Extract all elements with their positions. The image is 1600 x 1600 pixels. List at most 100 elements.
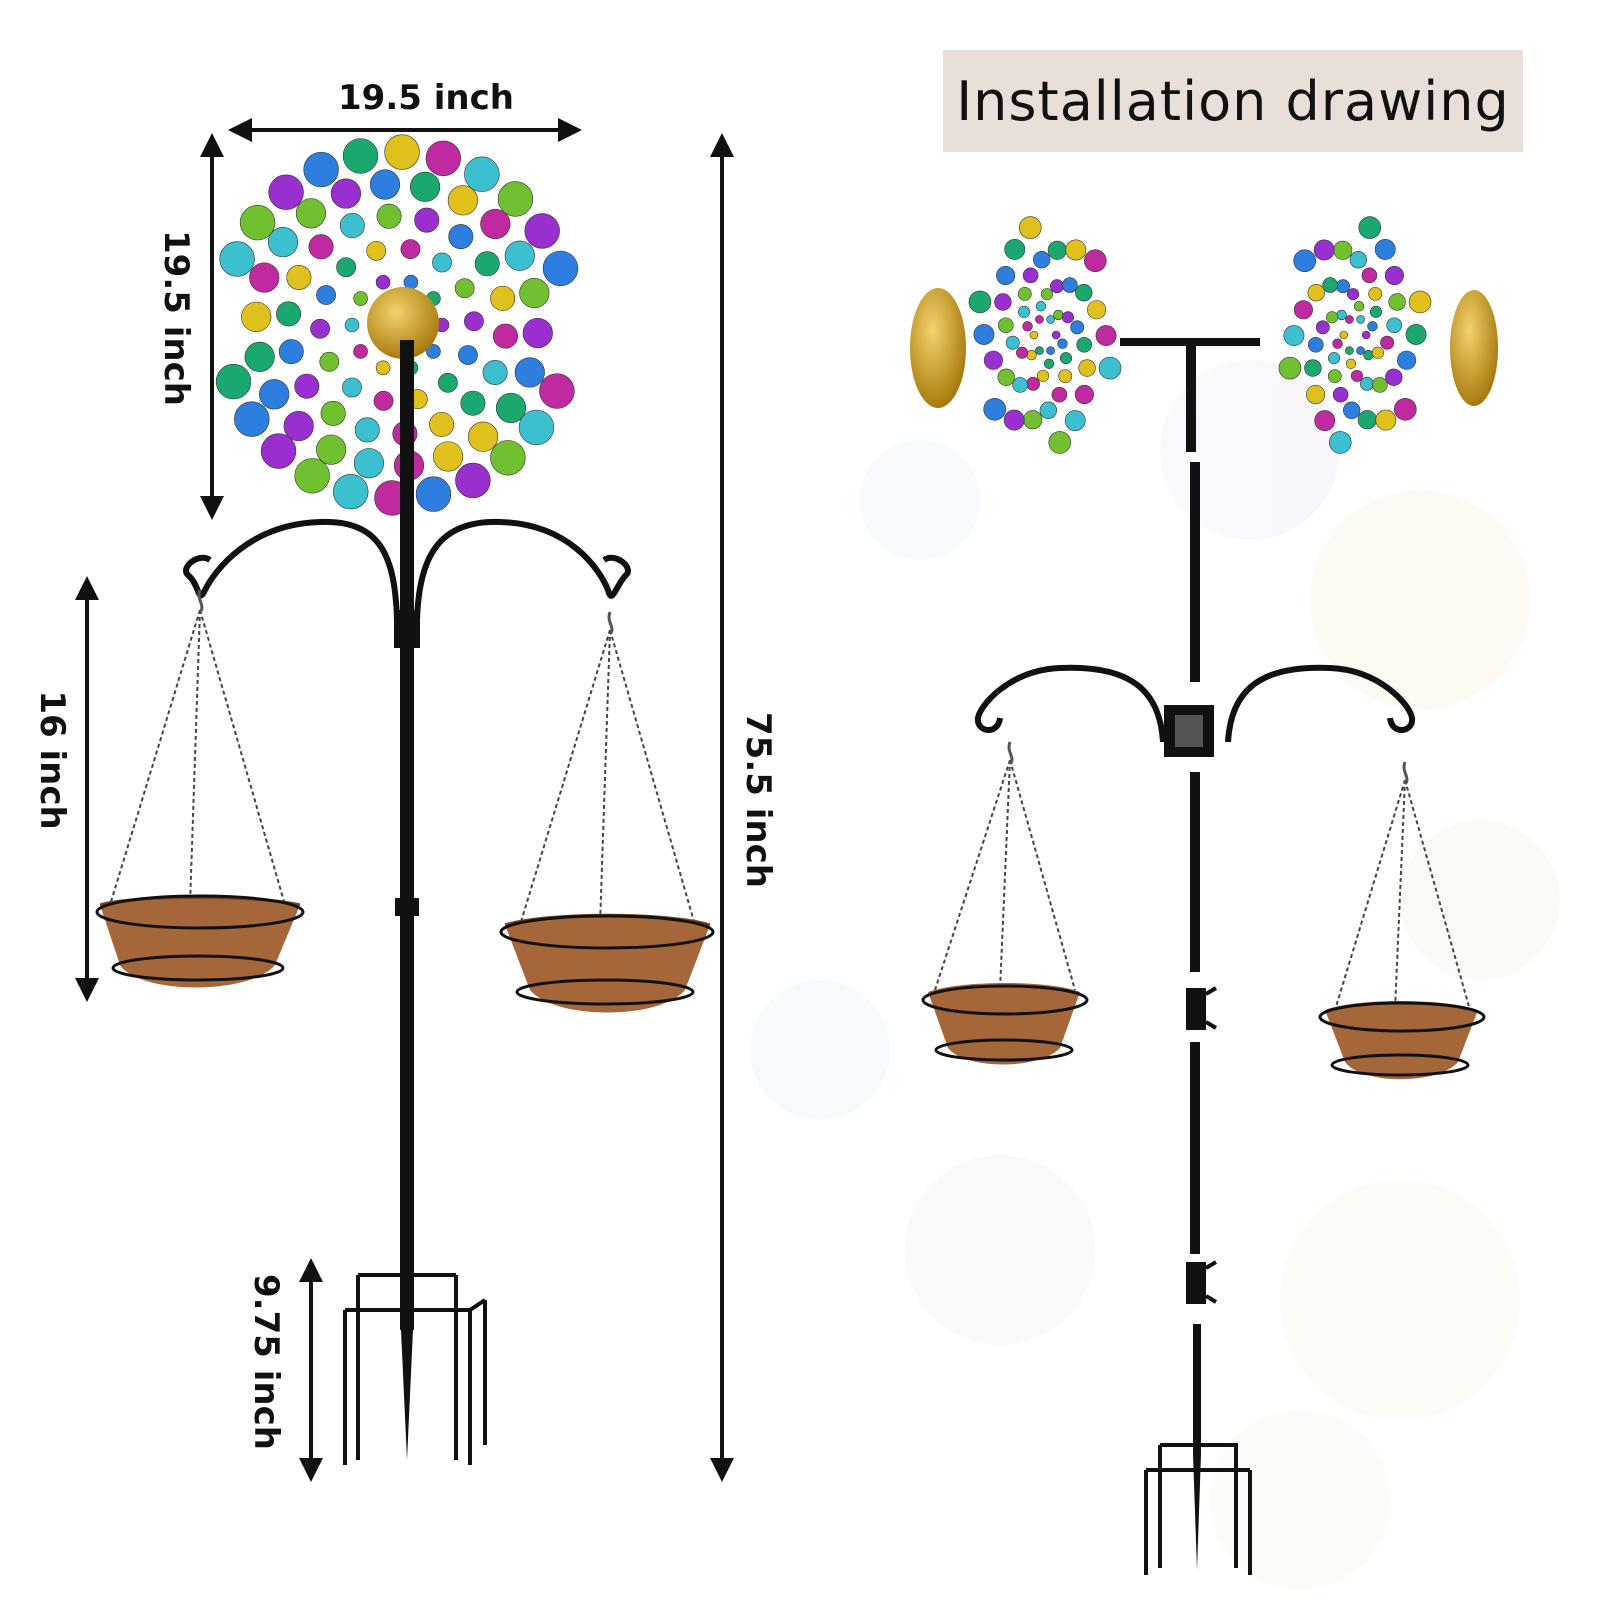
spinner-cup (1070, 320, 1085, 335)
spinner-part-front (968, 216, 1122, 454)
spinner-cup (432, 441, 464, 472)
spinner-cup (260, 433, 297, 469)
spinner-cup (267, 226, 299, 258)
spinner-cup (1283, 325, 1305, 346)
spinner-cup (474, 251, 500, 277)
spinner-cup (1360, 376, 1374, 391)
spinner-cup (244, 341, 275, 372)
spinner-cup (1368, 286, 1383, 301)
spinner-cup (316, 285, 336, 305)
spinner-cup (996, 265, 1016, 286)
spinner-cup (1361, 267, 1378, 284)
spinner-cup (1345, 358, 1357, 369)
spinner-cup (1022, 267, 1039, 284)
spinner-cup (1023, 410, 1043, 430)
spinner-cup (1307, 336, 1324, 353)
spinner-cup (1313, 239, 1335, 261)
wind-spinner (215, 134, 579, 516)
spinner-cup (1375, 409, 1397, 431)
spinner-cup (1380, 335, 1395, 350)
stake-tip (401, 1330, 413, 1460)
spinner-cup (1059, 352, 1073, 365)
spinner-cup (1293, 249, 1317, 272)
spinner-gold-center (367, 287, 439, 359)
spinner-cup (376, 203, 402, 229)
spinner-cup (1322, 277, 1338, 293)
spinner-cup (1358, 216, 1382, 239)
spinner-cup (1397, 350, 1417, 370)
spinner-cup (1037, 369, 1050, 382)
gold-disc-right (1450, 290, 1498, 406)
basket-hang-label: 16 inch (32, 690, 72, 830)
spinner-width-label: 19.5 inch (338, 78, 514, 118)
spinner-cup (522, 318, 553, 349)
spinner-cup (432, 252, 452, 273)
spinner-cup (1350, 369, 1363, 382)
spinner-cup (286, 264, 312, 290)
spinner-cup (375, 274, 391, 290)
spinner-cup (1004, 238, 1026, 260)
spinner-cup (1074, 384, 1094, 405)
gold-disc-left (910, 288, 966, 408)
spinner-cup (1408, 290, 1432, 314)
spinner-cup (426, 344, 441, 359)
spinner-cup (460, 390, 486, 416)
spinner-cup (241, 301, 272, 332)
spinner-cup (1356, 315, 1365, 324)
spinner-cup (968, 290, 992, 314)
pole-connectors (1164, 705, 1218, 1304)
spinner-cup (425, 140, 461, 177)
spinner-cup (259, 379, 290, 410)
spinner-cup (1333, 240, 1353, 260)
spinner-cup (437, 372, 458, 393)
spinner-cup (295, 198, 327, 229)
spinner-cup (458, 345, 478, 365)
spinner-cup (1061, 311, 1074, 324)
spinner-cup (1051, 386, 1068, 403)
spinner-cup (1327, 352, 1341, 365)
spinner-cup (1046, 346, 1055, 355)
spinner-cup (448, 224, 474, 250)
spinner-cup (1065, 239, 1087, 261)
spinner-cup (1017, 305, 1031, 318)
spinner-cup (490, 285, 516, 311)
spinner-cup (447, 185, 478, 216)
spinner-cup (1098, 356, 1122, 380)
spinner-cup (1083, 249, 1107, 272)
spinner-cup (1306, 384, 1326, 405)
spinner-cup (1035, 346, 1044, 355)
spinner-cup (454, 278, 475, 299)
install-basket-left (921, 741, 1089, 1065)
spinner-cup (283, 410, 314, 442)
spinner-cup (1328, 431, 1352, 454)
spinner-cup (1367, 321, 1378, 332)
spinner-cup (1047, 240, 1067, 260)
spinner-cup (1053, 309, 1064, 321)
spinner-cup (319, 351, 340, 372)
spinner-cup (1003, 409, 1025, 431)
spinner-cup (353, 344, 368, 359)
spinner-cup (1315, 320, 1330, 335)
spinner-cup (495, 392, 527, 424)
spinner-cup (1022, 321, 1033, 332)
spinner-cup (1039, 401, 1057, 419)
spinner-cup (1307, 284, 1325, 302)
left-hook-arm (183, 518, 400, 621)
stake-depth-label: 9.75 inch (246, 1274, 286, 1450)
spinner-cup (344, 317, 360, 333)
spinner-cup (1035, 301, 1047, 312)
install-right-hook (1225, 664, 1416, 743)
spinner-cup (353, 291, 368, 306)
installation-title: Installation drawing (956, 69, 1510, 133)
spinner-cup (1075, 284, 1093, 302)
spinner-cup (330, 178, 362, 209)
spinner-cup (303, 151, 339, 188)
spinner-cup (1353, 301, 1365, 312)
pole-clamp (395, 898, 419, 916)
spinner-cup (1078, 359, 1096, 377)
spinner-cup (354, 417, 380, 443)
spinner-cup (514, 357, 545, 388)
spinner-cup (455, 462, 491, 499)
spinner-cup (983, 398, 1007, 421)
